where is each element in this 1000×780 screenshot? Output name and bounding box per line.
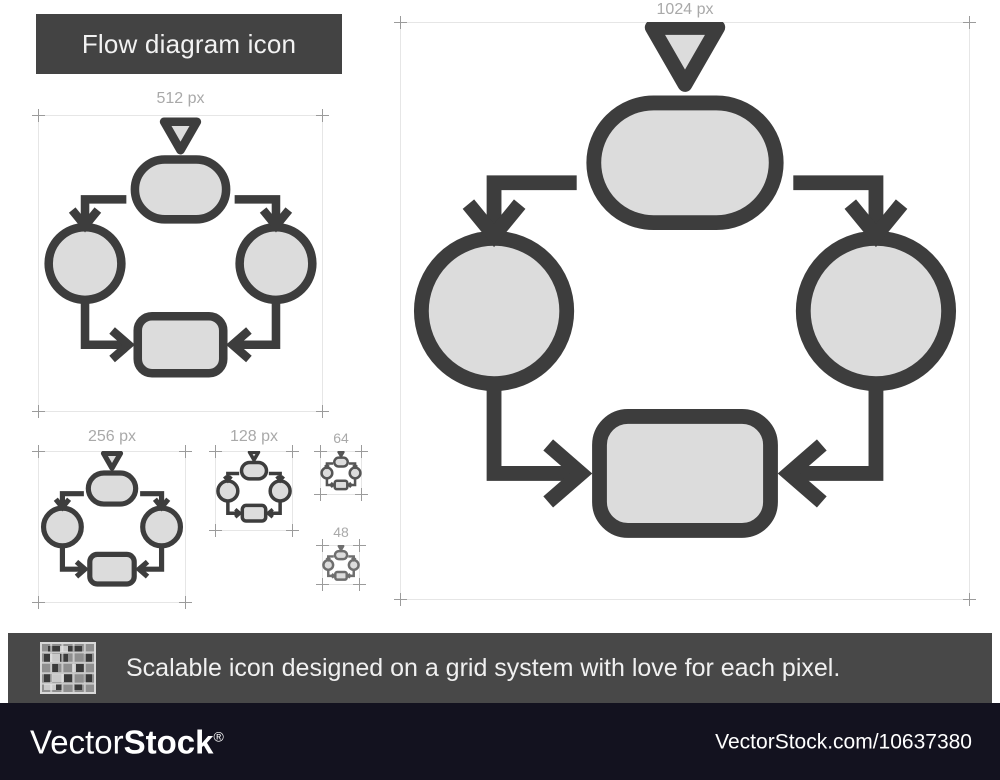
top-left-arrow: [80, 195, 127, 226]
specimen-label-64: 64: [333, 430, 349, 446]
bottom-right-arrow: [268, 501, 282, 515]
top-node: [130, 155, 231, 224]
title-banner: Flow diagram icon: [36, 14, 342, 74]
top-node: [333, 549, 349, 561]
bottom-right-arrow: [234, 301, 281, 349]
flow-diagram-icon: [322, 545, 360, 581]
pixel-grid-icon: [40, 642, 96, 694]
crop-mark-bottom-right: [316, 405, 329, 418]
left-node: [216, 479, 240, 503]
flow-diagram-icon: [40, 451, 184, 587]
bottom-left-arrow: [325, 478, 334, 487]
crop-mark-bottom-right: [286, 524, 299, 537]
vectorstock-logo[interactable]: VectorStock®: [30, 725, 224, 758]
brand-first: Vector: [30, 723, 124, 760]
crop-mark-top-right: [355, 445, 368, 458]
inbound-arrow: [337, 545, 345, 552]
left-node: [40, 505, 84, 549]
flow-diagram-icon: [320, 451, 362, 491]
inbound-arrow: [337, 451, 345, 458]
page-title: Flow diagram icon: [81, 29, 297, 59]
crop-mark-top-right: [286, 445, 299, 458]
bottom-node: [240, 503, 268, 523]
top-left-arrow: [486, 175, 577, 235]
crop-mark-top-right: [316, 109, 329, 122]
specimen-label-256: 256 px: [87, 428, 137, 445]
bottom-left-arrow: [327, 570, 334, 578]
image-credit-link[interactable]: VectorStock.com/10637380: [715, 730, 972, 753]
bottom-left-arrow: [486, 387, 577, 481]
specimen-label-1024: 1024 px: [656, 1, 714, 18]
bottom-node: [87, 551, 137, 587]
top-left-arrow: [59, 491, 84, 508]
bottom-right-arrow: [348, 478, 357, 487]
bottom-right-arrow: [793, 387, 884, 481]
crop-mark-bottom-right: [355, 488, 368, 501]
flow-diagram-icon: [44, 117, 317, 378]
crop-mark-bottom-left: [394, 593, 407, 606]
bottom-node: [333, 479, 349, 491]
footer-bar: VectorStock® VectorStock.com/10637380: [0, 703, 1000, 780]
flow-diagram-icon: [216, 451, 292, 523]
crop-mark-top-right: [179, 445, 192, 458]
left-node: [413, 230, 575, 392]
inbound-arrow: [100, 451, 124, 471]
specimen-label-512: 512 px: [156, 90, 205, 107]
crop-mark-top-left: [316, 539, 329, 552]
crop-mark-bottom-left: [209, 524, 222, 537]
crop-mark-top-left: [314, 445, 327, 458]
crop-mark-top-left: [32, 445, 45, 458]
crop-mark-bottom-left: [32, 596, 45, 609]
bottom-node: [133, 311, 228, 378]
specimen-256: 256 px: [32, 429, 192, 609]
crop-mark-bottom-right: [353, 578, 366, 591]
caption-strip: Scalable icon designed on a grid system …: [8, 633, 992, 703]
brand-second: Stock: [123, 723, 214, 760]
bottom-right-arrow: [348, 570, 355, 578]
registered-mark-icon: ®: [213, 728, 224, 744]
crop-mark-top-right: [963, 16, 976, 29]
crop-mark-top-left: [209, 445, 222, 458]
crop-mark-top-left: [394, 16, 407, 29]
specimen-1024: 1024 px: [394, 2, 976, 606]
specimen-label-48: 48: [333, 524, 349, 540]
right-node: [268, 479, 292, 503]
top-node: [239, 460, 269, 481]
crop-frame-512: [32, 109, 329, 418]
bottom-node: [592, 409, 778, 538]
bottom-left-arrow: [80, 301, 127, 349]
top-right-arrow: [793, 175, 884, 235]
crop-mark-bottom-right: [179, 596, 192, 609]
inbound-arrow: [159, 117, 202, 155]
specimen-64: 64: [314, 431, 368, 501]
bottom-right-arrow: [140, 546, 165, 572]
specimen-label-128: 128 px: [229, 428, 279, 445]
left-node: [44, 222, 126, 305]
crop-mark-top-left: [32, 109, 45, 122]
crop-mark-bottom-left: [32, 405, 45, 418]
top-right-arrow: [234, 195, 281, 226]
crop-mark-bottom-left: [316, 578, 329, 591]
inbound-arrow: [247, 451, 261, 462]
right-node: [235, 222, 317, 305]
specimen-48: 48: [316, 525, 366, 591]
crop-mark-bottom-right: [963, 593, 976, 606]
top-node: [333, 456, 349, 468]
top-node: [85, 470, 139, 507]
specimen-128: 128 px: [209, 429, 299, 537]
caption-text: Scalable icon designed on a grid system …: [126, 653, 841, 682]
top-right-arrow: [140, 491, 165, 508]
bottom-left-arrow: [59, 546, 84, 572]
bottom-node: [334, 570, 348, 581]
top-node: [586, 95, 784, 231]
right-node: [140, 505, 184, 549]
inbound-arrow: [644, 22, 726, 92]
specimen-512: 512 px: [32, 91, 329, 418]
right-node: [795, 230, 957, 392]
crop-mark-bottom-left: [314, 488, 327, 501]
bottom-left-arrow: [226, 501, 240, 515]
crop-mark-top-right: [353, 539, 366, 552]
flow-diagram-icon: [413, 22, 957, 538]
